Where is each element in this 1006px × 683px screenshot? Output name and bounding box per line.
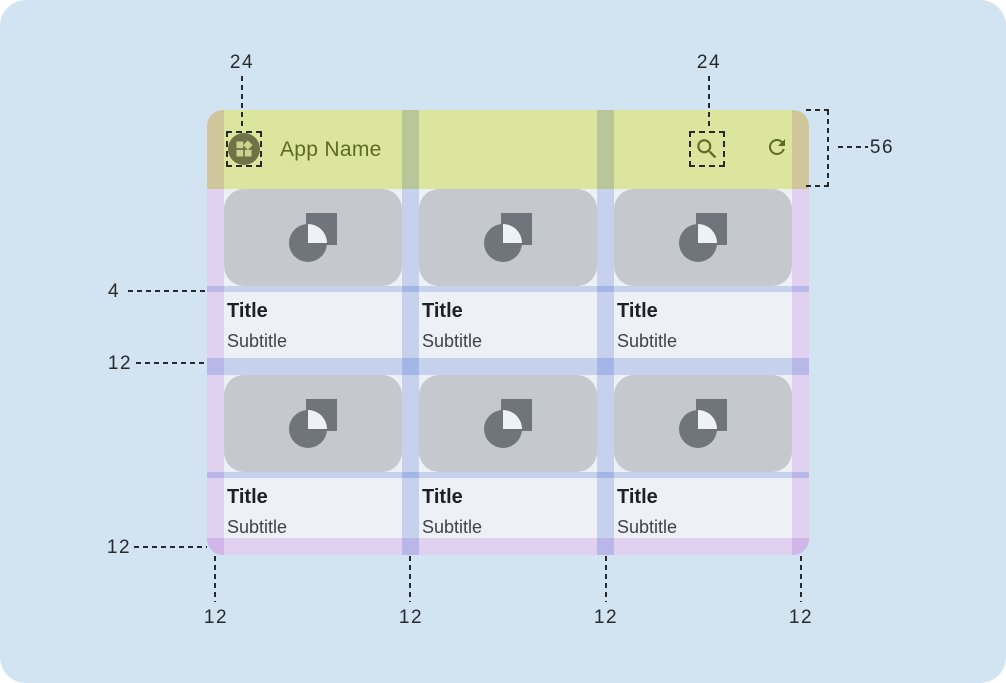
refresh-button[interactable]: [765, 135, 789, 159]
card[interactable]: Title Subtitle: [614, 375, 792, 538]
widgets-icon: [236, 140, 253, 157]
card[interactable]: Title Subtitle: [419, 189, 597, 352]
card-image: [224, 189, 402, 286]
card-text: Title Subtitle: [224, 478, 402, 538]
dim-label-image-text-gap: 4: [107, 281, 121, 302]
card[interactable]: Title Subtitle: [419, 375, 597, 538]
card[interactable]: Title Subtitle: [224, 189, 402, 352]
search-icon[interactable]: [694, 136, 720, 162]
card-image: [614, 189, 792, 286]
image-placeholder-icon: [484, 213, 532, 262]
dim-line-right-margin: [800, 556, 802, 602]
card-subtitle: Subtitle: [617, 517, 678, 537]
card-subtitle: Subtitle: [617, 331, 678, 351]
card-subtitle: Subtitle: [422, 517, 483, 537]
dim-line-appbar-height: [827, 110, 829, 186]
keyline-row-gap: [207, 358, 809, 375]
dim-tick-appbar-bottom: [806, 185, 832, 187]
dim-line-icon-size-left: [241, 76, 243, 129]
dim-label-left-margin: 12: [203, 607, 229, 628]
card-title: Title: [422, 486, 463, 508]
dim-label-row-gap: 12: [107, 353, 133, 374]
card-image: [224, 375, 402, 472]
card-title: Title: [617, 300, 658, 322]
dim-line-left-margin: [214, 556, 216, 602]
card-text: Title Subtitle: [614, 478, 792, 538]
app-title: App Name: [280, 137, 382, 161]
image-placeholder-icon: [679, 213, 727, 262]
dim-callout-appbar-height: [838, 146, 868, 148]
card-text: Title Subtitle: [419, 478, 597, 538]
card-image: [419, 189, 597, 286]
dim-label-icon-size-right: 24: [696, 52, 722, 73]
refresh-icon: [769, 139, 785, 155]
card-image: [614, 375, 792, 472]
card-subtitle: Subtitle: [227, 517, 288, 537]
card[interactable]: Title Subtitle: [224, 375, 402, 538]
card-text: Title Subtitle: [419, 292, 597, 352]
card-text: Title Subtitle: [224, 292, 402, 352]
app-mockup-window: App Name Title: [207, 110, 809, 555]
card-subtitle: Subtitle: [227, 331, 288, 351]
dim-line-bottom-margin: [134, 546, 207, 548]
app-icon-button[interactable]: [228, 133, 260, 165]
dim-label-appbar-height: 56: [869, 137, 895, 158]
dim-tick-appbar-top: [806, 109, 832, 111]
card-title: Title: [227, 300, 268, 322]
card-title: Title: [227, 486, 268, 508]
dim-label-right-margin: 12: [788, 607, 814, 628]
card-title: Title: [422, 300, 463, 322]
card-text: Title Subtitle: [614, 292, 792, 352]
dim-line-image-text-gap: [128, 290, 207, 292]
dim-line-icon-size-right: [708, 76, 710, 129]
dim-line-gutter-2: [605, 556, 607, 602]
dim-label-bottom-margin: 12: [106, 537, 132, 558]
card-image: [419, 375, 597, 472]
dim-label-gutter-2: 12: [593, 607, 619, 628]
image-placeholder-icon: [289, 399, 337, 448]
search-icon-measure-box: [689, 131, 725, 167]
image-placeholder-icon: [484, 399, 532, 448]
dim-label-gutter-1: 12: [398, 607, 424, 628]
card-title: Title: [617, 486, 658, 508]
image-placeholder-icon: [679, 399, 727, 448]
app-bar: App Name: [207, 110, 809, 189]
image-placeholder-icon: [289, 213, 337, 262]
keyline-bottom-margin: [207, 538, 809, 555]
card[interactable]: Title Subtitle: [614, 189, 792, 352]
card-subtitle: Subtitle: [422, 331, 483, 351]
app-icon-measure-box: [226, 131, 262, 167]
dim-line-row-gap: [136, 362, 207, 364]
dim-line-gutter-1: [409, 556, 411, 602]
dim-label-icon-size-left: 24: [229, 52, 255, 73]
